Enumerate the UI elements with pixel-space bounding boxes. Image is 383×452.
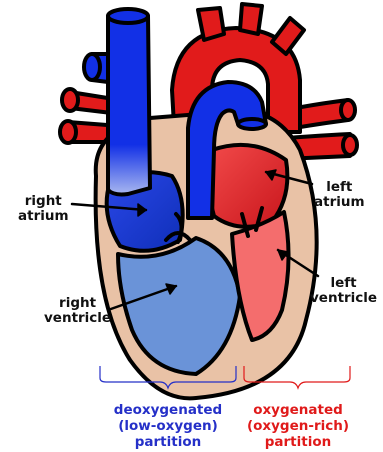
deoxygenated-caption: deoxygenated (low-oxygen) partition: [98, 402, 238, 450]
oxygenated-caption: oxygenated (oxygen-rich) partition: [228, 402, 368, 450]
oxygenated-caption-line1: oxygenated: [228, 402, 368, 418]
label-left-ventricle-line1: left: [310, 276, 377, 291]
pulmonary-vein-upper-opening: [62, 89, 78, 111]
deoxygenated-caption-line3: partition: [98, 434, 238, 450]
aorta-branch-1: [198, 8, 224, 40]
deoxygenated-caption-line2: (low-oxygen): [98, 418, 238, 434]
aorta-branch-3: [272, 18, 304, 54]
pulmonary-vein-right-lower-opening: [343, 135, 357, 155]
deoxygenated-caption-line1: deoxygenated: [98, 402, 238, 418]
pulmonary-vein-lower-opening: [60, 121, 76, 143]
vena-cava-top-opening: [108, 9, 148, 23]
label-left-atrium-line2: atrium: [314, 195, 365, 210]
oxygenated-caption-line2: (oxygen-rich): [228, 418, 368, 434]
pulmonary-vein-right-upper-opening: [341, 100, 355, 120]
label-right-atrium: right atrium: [18, 194, 69, 224]
aorta-branch-2: [240, 4, 262, 34]
label-left-atrium: left atrium: [314, 180, 365, 210]
pulmonary-artery-opening: [238, 119, 266, 129]
label-left-atrium-line1: left: [314, 180, 365, 195]
superior-vena-cava: [108, 16, 150, 195]
left-atrium-chamber: [208, 145, 287, 227]
label-right-atrium-line1: right: [18, 194, 69, 209]
label-right-ventricle: right ventricle: [44, 296, 111, 326]
label-right-ventricle-line2: ventricle: [44, 311, 111, 326]
label-left-ventricle-line2: ventricle: [310, 291, 377, 306]
vena-cava-branch-opening: [84, 54, 100, 80]
label-right-atrium-line2: atrium: [18, 209, 69, 224]
label-right-ventricle-line1: right: [44, 296, 111, 311]
label-left-ventricle: left ventricle: [310, 276, 377, 306]
oxygenated-caption-line3: partition: [228, 434, 368, 450]
